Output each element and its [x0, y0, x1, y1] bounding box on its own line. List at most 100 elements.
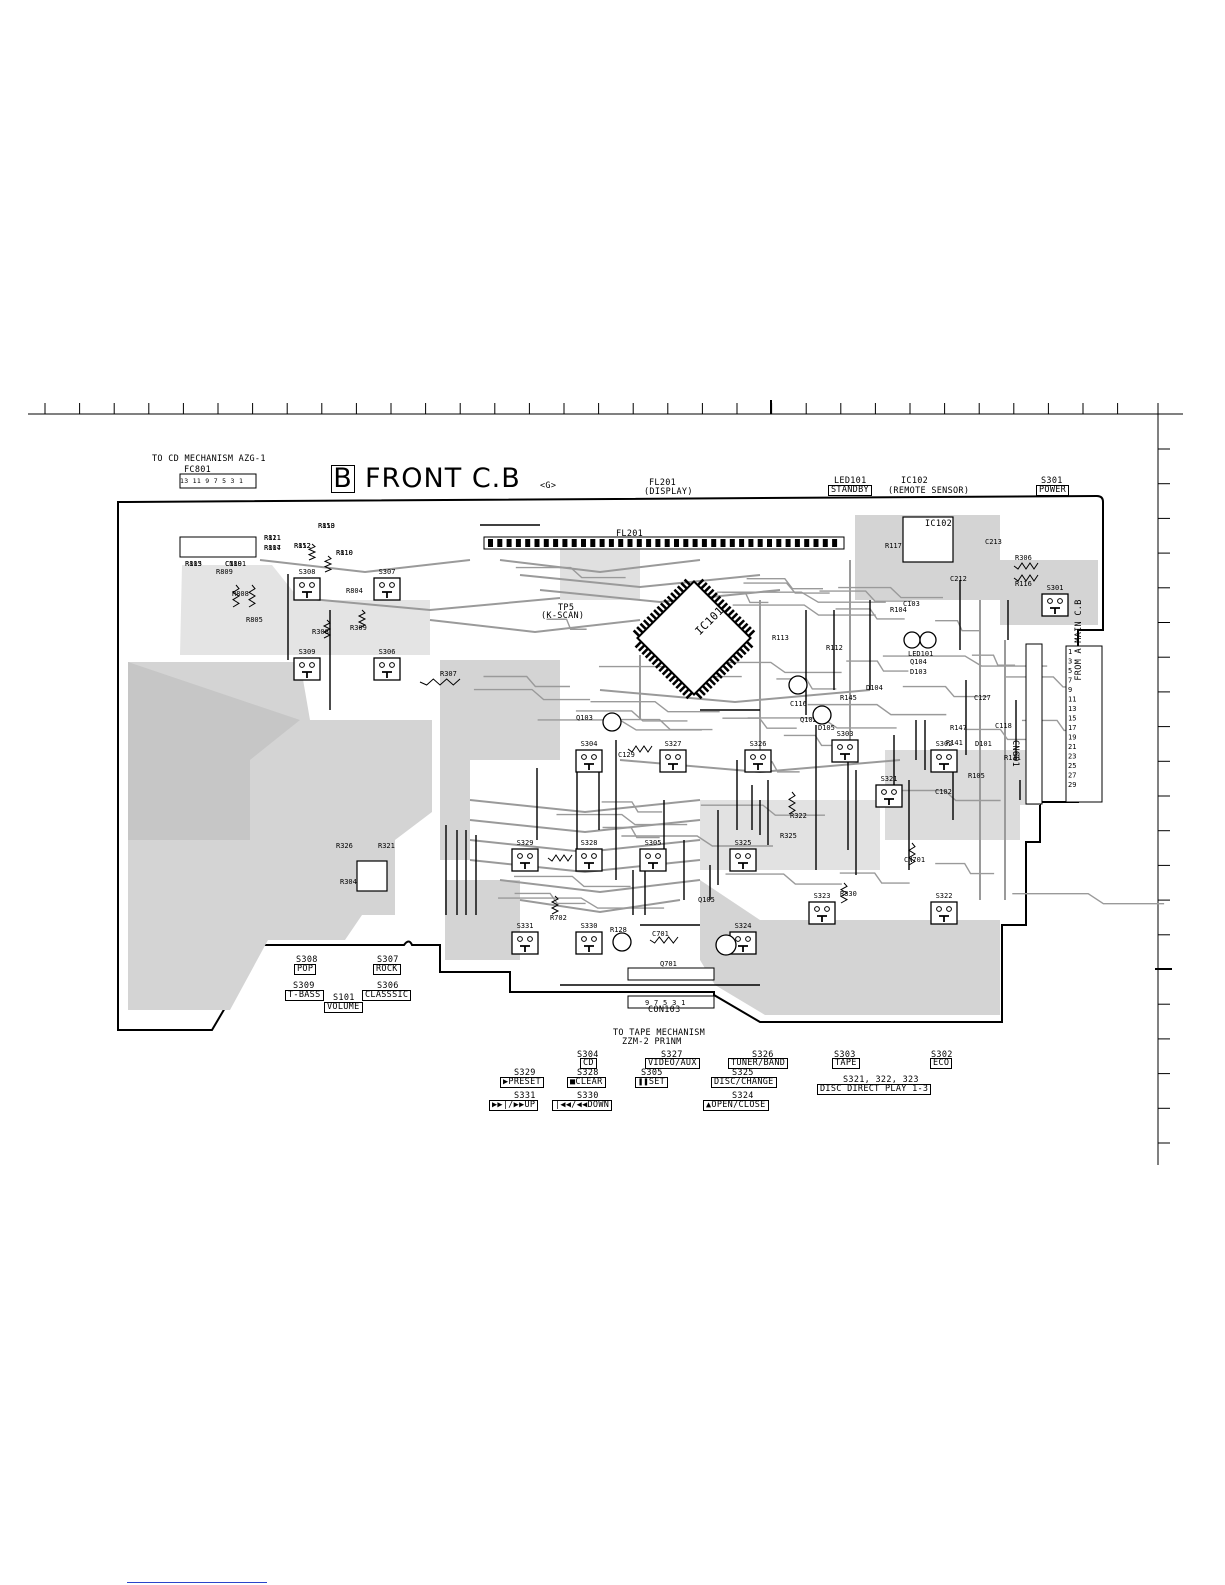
switch-s328: S328 — [575, 839, 603, 872]
ic-pin — [653, 609, 661, 617]
ic-pin — [711, 674, 720, 683]
ref-r803: R803 — [185, 560, 202, 568]
switch-s324: S324 — [729, 922, 757, 955]
trace — [971, 654, 1016, 666]
resistor — [232, 584, 240, 608]
fl-pin — [748, 539, 754, 547]
switch-s326: S326 — [744, 740, 772, 773]
ic-pin — [734, 615, 742, 624]
ic-pin — [742, 644, 751, 652]
trace — [498, 897, 665, 909]
con103-label: CON103 — [648, 1005, 681, 1015]
legend-s308-fn: POP — [294, 964, 317, 975]
resistor — [550, 895, 560, 915]
ref-d103: D103 — [910, 668, 927, 676]
top-ruler — [28, 400, 1183, 415]
switch-s322: S322 — [930, 892, 958, 925]
trace — [515, 566, 626, 579]
ic-pin — [670, 592, 678, 600]
fl-pin — [608, 539, 614, 547]
fl-pin — [506, 539, 512, 547]
ref-r326: R326 — [336, 842, 353, 850]
cn601-pin: 25 — [1068, 762, 1076, 770]
trace — [602, 826, 660, 839]
svg-text:S303: S303 — [837, 730, 854, 738]
cn801-connector — [179, 536, 257, 558]
svg-text:S306: S306 — [379, 648, 396, 656]
tp5-desc: (K-SCAN) — [541, 611, 585, 621]
trace — [902, 685, 989, 698]
resistor-layer — [232, 543, 1039, 944]
ic-pin — [644, 651, 653, 659]
s301-desc: POWER — [1036, 485, 1070, 496]
ic-pin — [723, 605, 732, 614]
ref-c102: C102 — [935, 788, 952, 796]
legend-s101-id: S101 — [333, 993, 355, 1003]
svg-text:S323: S323 — [814, 892, 831, 900]
ic-pin — [678, 684, 687, 693]
trace — [499, 559, 701, 574]
fl-pin — [785, 539, 791, 547]
ic-pin — [654, 661, 663, 669]
ic-pin — [696, 578, 705, 587]
trace — [819, 590, 912, 602]
ic-pin — [747, 629, 756, 638]
ic-pin — [705, 681, 713, 690]
fl-pin — [804, 539, 810, 547]
ref-r152: R152 — [294, 542, 311, 550]
fl-pin — [646, 539, 652, 547]
legend-s329-id: S329 — [514, 1068, 536, 1078]
ic-pin — [700, 581, 708, 590]
switch-s330: S330 — [575, 922, 603, 955]
fl-pin — [515, 539, 521, 547]
legend-s331-id: S331 — [514, 1091, 536, 1101]
to-tape-label-1: TO TAPE MECHANISM — [613, 1028, 706, 1038]
legend-s304-fn: CD — [580, 1058, 597, 1069]
svg-text:S326: S326 — [750, 740, 767, 748]
ref-r145: R145 — [840, 694, 857, 702]
footer-link-underline[interactable] — [127, 1582, 267, 1583]
fl-pin — [553, 539, 559, 547]
ref-r114: R114 — [264, 544, 281, 552]
ref-r306: R306 — [1015, 554, 1032, 562]
ic-pin — [656, 605, 665, 614]
fl-pin — [674, 539, 679, 547]
fl-pin — [497, 539, 503, 547]
cn601-pin: 9 — [1068, 686, 1072, 694]
cn601-pin: 7 — [1068, 677, 1072, 685]
ic-pin — [732, 654, 740, 662]
ic-pin — [666, 595, 675, 604]
ref-cn801: CN801 — [225, 560, 246, 568]
trace — [935, 620, 980, 632]
ref-d105: D105 — [818, 724, 835, 732]
board-outline — [117, 494, 1104, 1031]
cn601-connector — [1025, 643, 1043, 805]
fl-pin — [599, 539, 605, 547]
fl-pin — [813, 539, 819, 547]
resistor — [307, 543, 317, 561]
ref-r116: R116 — [1015, 580, 1032, 588]
ic-pin — [694, 691, 703, 700]
fl-pin — [618, 539, 624, 547]
trace — [839, 872, 910, 884]
fl201-connector — [483, 536, 845, 550]
ref-r307: R307 — [440, 670, 457, 678]
fl201-inner-label: FL201 — [616, 529, 644, 539]
ref-r117: R117 — [885, 542, 902, 550]
ref-r807: R807 — [264, 544, 281, 552]
svg-text:S309: S309 — [299, 648, 316, 656]
trace — [556, 813, 688, 826]
fl-pin — [729, 539, 735, 547]
resistor — [649, 936, 679, 944]
ic-pin — [740, 622, 749, 631]
ref-r322: R322 — [790, 812, 807, 820]
ref-r804: R804 — [346, 587, 363, 595]
fl-pin — [683, 539, 689, 547]
trace — [807, 703, 947, 716]
ic-pin — [737, 619, 746, 627]
s301-label: S301 — [1041, 476, 1063, 486]
led101-desc: STANDBY — [828, 485, 872, 496]
cn601-pin-table — [1065, 645, 1103, 803]
ic102-chip — [902, 516, 954, 563]
